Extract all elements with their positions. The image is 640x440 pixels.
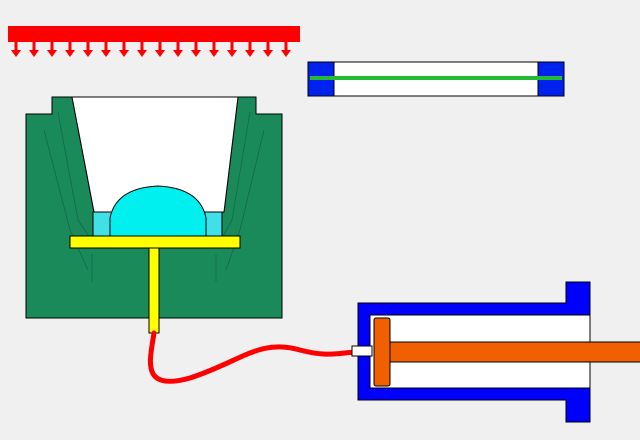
heat-arrow bbox=[155, 42, 165, 57]
heat-arrow bbox=[263, 42, 273, 57]
ejector-rod bbox=[148, 247, 160, 334]
heat-arrow bbox=[191, 42, 201, 57]
radiant-heater-icon bbox=[8, 26, 300, 57]
heat-arrow bbox=[83, 42, 93, 57]
heat-arrow bbox=[209, 42, 219, 57]
cylinder-port bbox=[351, 345, 373, 357]
piston-rod bbox=[387, 341, 640, 363]
heater-bar bbox=[8, 26, 300, 42]
mold-shading bbox=[43, 111, 265, 282]
heat-arrow bbox=[11, 42, 21, 57]
heat-arrow bbox=[65, 42, 75, 57]
heat-arrow bbox=[101, 42, 111, 57]
ejector-plate bbox=[69, 235, 241, 249]
hydraulic-cylinder-icon bbox=[351, 281, 640, 423]
heat-arrow bbox=[119, 42, 129, 57]
plastic-film bbox=[310, 76, 562, 80]
formed-dome bbox=[109, 185, 207, 237]
heat-arrow bbox=[281, 42, 291, 57]
heat-arrow bbox=[47, 42, 57, 57]
hydraulic-hose bbox=[147, 330, 363, 384]
heat-arrow bbox=[29, 42, 39, 57]
plastic-sheet-clamp-icon bbox=[307, 61, 565, 97]
mold-cavity bbox=[71, 96, 239, 213]
heat-arrow bbox=[137, 42, 147, 57]
thermoforming-mold-icon bbox=[25, 96, 283, 334]
heat-arrow bbox=[173, 42, 183, 57]
heat-arrow bbox=[245, 42, 255, 57]
heat-arrow bbox=[227, 42, 237, 57]
piston-head bbox=[373, 317, 391, 387]
heat-arrows bbox=[11, 42, 291, 57]
